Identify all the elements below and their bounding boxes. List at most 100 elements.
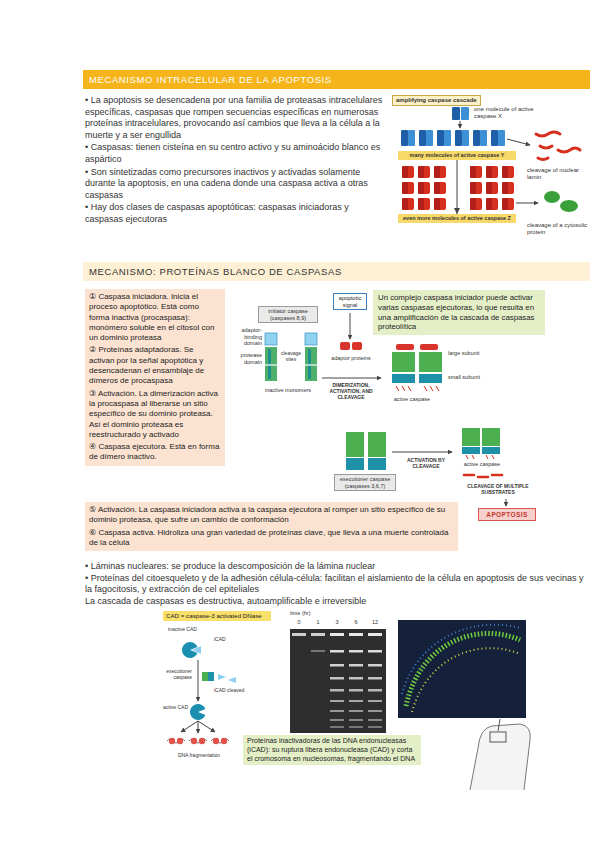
caspase-z-molecules [470,166,514,210]
caspase-y-molecules [462,130,469,146]
step-label: CLEAVAGE OF MULTIPLE SUBSTRATES [452,483,544,495]
hand-sketch [470,724,530,790]
cad-pathway [228,677,236,683]
part-label: active caspase [382,396,442,403]
active-initiator-caspase [396,344,414,350]
step-label: ACTIVATION BY CLEAVAGE [396,457,456,469]
part-label: protease domain [228,352,262,365]
dna-gel [290,629,386,733]
bullet-text: • Caspasas: tienen cisteína en su centro… [85,142,385,165]
signal-arrow [506,499,507,506]
figure-label: cleavage of nuclear lamin [527,167,587,181]
section-header: MECANISMO: PROTEÍNAS BLANCO DE CASPASAS [83,262,590,281]
definition-text: CAD = caspase-3 activated DNase [166,612,268,620]
executioner-caspase [368,432,386,457]
figure-label: one molecule of active caspase X [474,106,536,120]
bullet-text: • La apoptosis se desencadena por una fa… [85,95,385,141]
cleaved-substrates [492,474,502,477]
note-text: Un complejo caspasa iniciador puede acti… [378,293,540,332]
cytosolic-protein-fragments [560,200,578,212]
dna-gel [290,629,386,733]
caspase-y-molecules [419,130,426,146]
cleaved-substrates [478,476,488,479]
step-text: ① Caspasa iniciadora. Inicia el proceso … [89,292,221,343]
tissue-micrograph [412,648,520,712]
definition-box: CAD = caspase-3 activated DNase [163,611,271,621]
caspase-y-molecules [498,130,505,146]
cascade-connector [457,160,458,214]
cytosolic-protein-fragments [544,191,578,212]
step-text: ④ Caspasa ejecutora. Está en forma de dí… [89,442,221,463]
bullet-text: • Láminas nucleares: se produce la desco… [85,561,590,572]
part-label: cleavage sites [278,350,304,362]
part-label: iCAD cleaved [214,687,254,693]
lane-number: 12 [368,619,382,626]
caption-band: many molecules of active caspase Y [398,151,516,160]
cascade-arrow [516,203,538,204]
signal-box: apoptotic signal [333,293,367,310]
lane-number: 3 [330,619,344,626]
active-executioner-caspase [466,455,494,459]
nuclear-lamin-fragments [538,158,548,160]
caspase-y-molecules [480,130,487,146]
cad-pathway [213,738,219,744]
figure-label: cleavage of a cytosolic protein [527,222,589,236]
hand-sketch [470,719,530,790]
cad-pathway [218,674,226,680]
active-initiator-caspase [392,352,415,372]
bullet-text: • Hay dos clases de caspasas apoptóticas… [85,202,385,225]
nuclear-lamin-fragments [558,148,580,152]
part-label: inactive CAD [168,626,202,632]
active-initiator-caspase [419,374,442,383]
caspase-x-molecule [452,107,460,120]
inactive-monomer [308,349,311,379]
active-executioner-caspase [462,447,480,454]
caspase-y-molecules [473,130,480,146]
active-executioner-caspase [462,428,500,459]
executioner-caspase [346,432,364,457]
part-label: inactive monomers [252,387,324,394]
lane-number: 6 [349,619,363,626]
caspase-x-molecule [452,107,469,120]
nuclear-lamin-fragments [540,146,552,148]
part-label: large subunit [448,350,482,357]
cleaved-substrates [464,475,502,477]
part-label: adaptor- binding domain [228,327,262,347]
lane-number: 1 [311,619,325,626]
part-label: iCAD [214,636,238,642]
cad-pathway [191,738,197,744]
caspase-y-molecules [491,130,498,146]
dna-gel [311,633,325,636]
step-text: ③ Activación. La dimerización activa la … [89,389,221,440]
caspase-tag: initiator caspase (caspases 8,9) [258,306,318,323]
active-executioner-caspase [462,428,480,446]
inactive-monomer [305,333,317,345]
cad-pathway [198,721,215,732]
caspase-y-molecules [444,130,451,146]
cascade-arrow [460,121,461,128]
part-label: adaptor proteins [328,355,374,362]
active-initiator-caspase [396,386,439,391]
executioner-caspase [346,432,386,470]
signal-arrow [350,313,351,339]
executioner-caspase [368,458,386,470]
signal-arrow [392,452,452,453]
step-text: ⑥ Caspasa activa. Hidroliza una gran var… [89,528,454,549]
caspase-y-molecules [455,130,462,146]
nuclear-lamin-fragments [536,132,580,160]
active-initiator-caspase [392,344,442,391]
executioner-caspase [346,458,364,470]
active-initiator-caspase [419,352,442,372]
figure-title: amplifying caspase cascade [396,97,477,104]
bullet-text: • Son sintetizadas como precursores inac… [85,167,385,202]
cad-pathway [177,738,183,744]
bullet-text: • Proteínas del citoesqueleto y de la ad… [85,573,590,595]
part-label: active caspase [454,461,510,468]
active-executioner-caspase [482,447,500,454]
note-box: Un complejo caspasa iniciador puede acti… [373,290,545,335]
dna-gel [311,650,325,652]
section-header: MECANISMO INTRACELULAR DE LA APOPTOSIS [83,70,590,89]
tissue-micrograph [398,620,526,718]
inactive-monomer [265,364,277,365]
